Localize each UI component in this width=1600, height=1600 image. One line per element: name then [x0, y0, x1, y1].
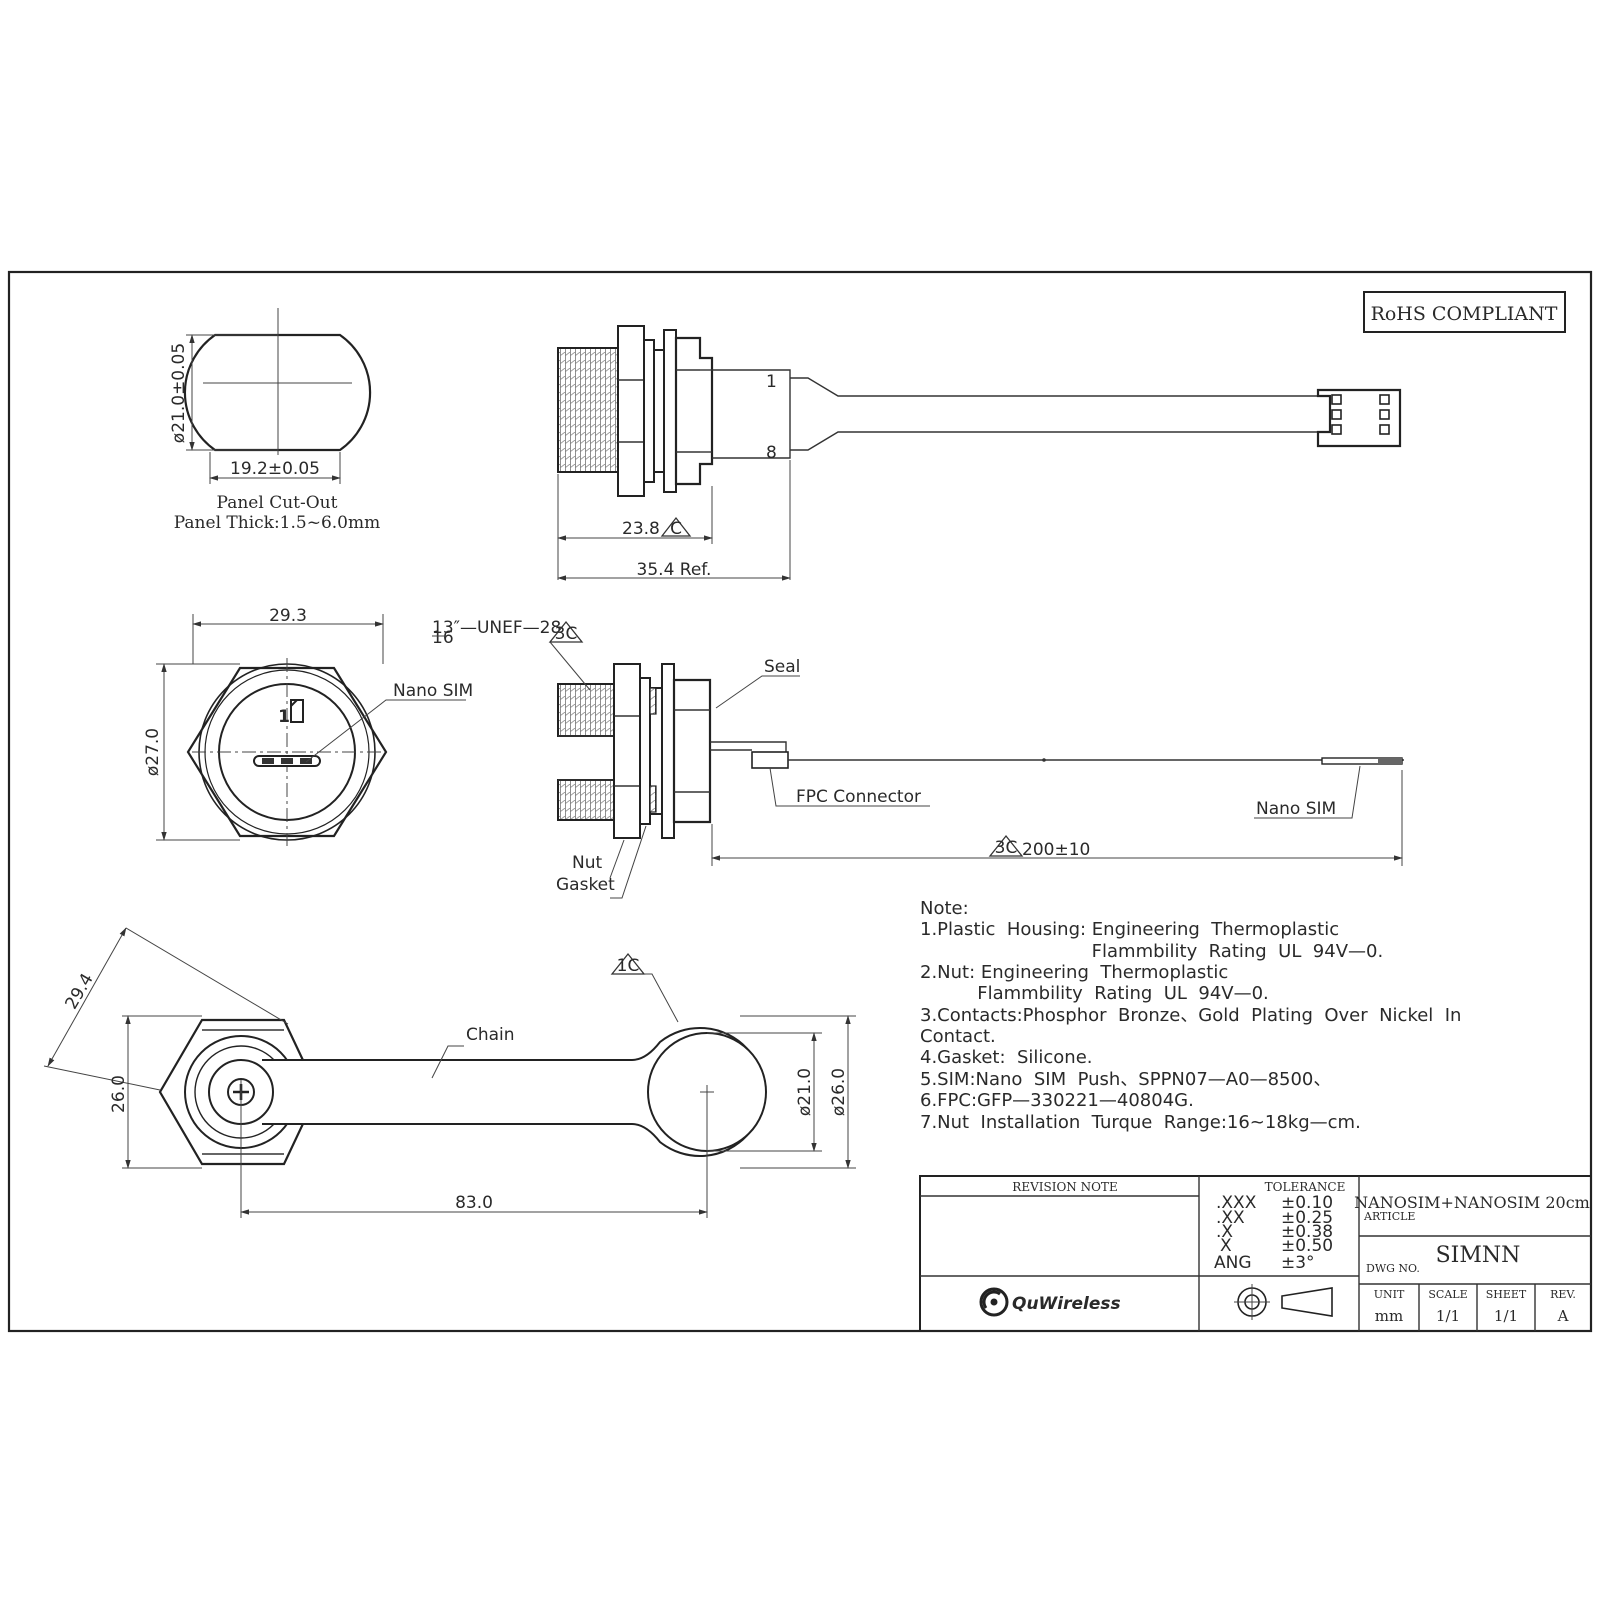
- tol-val-4: ±3°: [1281, 1253, 1315, 1273]
- chain-label: Chain: [466, 1025, 515, 1045]
- article-label: ARTICLE: [1363, 1210, 1415, 1223]
- cap-height-dim: 26.0: [109, 1075, 129, 1113]
- front-height-dim: ø27.0: [143, 728, 163, 776]
- front-view: 1 29.3 ø27.0 Nano SIM: [143, 606, 473, 846]
- note-line-7: 4.Gasket: Silicone.: [920, 1047, 1093, 1068]
- sheet-value: 1/1: [1494, 1307, 1518, 1325]
- panel-width-dim: 19.2±0.05: [230, 459, 320, 479]
- svg-text:1C: 1C: [617, 956, 640, 976]
- thread-label: 13″—UNEF—28: [432, 618, 561, 638]
- side-view: 1 8 23.8 C 35.4 Ref.: [557, 325, 1402, 581]
- section-view: 13″—UNEF—28 16 3C Seal FPC Connector Nan…: [432, 618, 1404, 899]
- front-nano-sim-label: Nano SIM: [393, 681, 473, 701]
- tol-val-3: ±0.50: [1281, 1236, 1333, 1256]
- tol-key-4: ANG: [1214, 1253, 1252, 1273]
- thread-frac: 16: [432, 628, 454, 648]
- svg-text:3C: 3C: [995, 838, 1018, 858]
- sheet-border: [7, 270, 1593, 1333]
- dwg-no-value: SIMNN: [1436, 1243, 1521, 1268]
- tol-val-2: ±0.38: [1281, 1222, 1333, 1242]
- article-value: NANOSIM+NANOSIM 20cm: [1354, 1193, 1590, 1212]
- nut-label: Nut: [572, 853, 602, 873]
- section-length-dim: 200±10: [1022, 840, 1090, 860]
- note-line-3: 2.Nut: Engineering Thermoplastic: [920, 962, 1228, 983]
- note-line-9: 6.FPC:GFP—330221—40804G.: [920, 1090, 1194, 1111]
- rev-triangle-c-1: C: [660, 516, 692, 539]
- rohs-badge: RoHS COMPLIANT: [1363, 291, 1566, 333]
- unit-label: UNIT: [1374, 1288, 1405, 1301]
- note-line-1: 1.Plastic Housing: Engineering Thermopla…: [920, 919, 1339, 940]
- scale-label: SCALE: [1428, 1288, 1467, 1301]
- section-nano-sim-label: Nano SIM: [1256, 799, 1336, 819]
- panel-title: Panel Cut-Out: [217, 493, 338, 513]
- tol-val-1: ±0.25: [1281, 1208, 1333, 1228]
- title-block: REVISION NOTE TOLERANCE .XXX ±0.10 .XX ±…: [919, 1175, 1592, 1332]
- projection-symbol-icon: [1234, 1284, 1333, 1320]
- notes-block: Note: 1.Plastic Housing: Engineering The…: [920, 898, 1461, 1133]
- revision-note-label: REVISION NOTE: [1012, 1180, 1117, 1194]
- ring-inner-dim: ø21.0: [795, 1068, 815, 1116]
- rev-triangle-3c-2: 3C: [988, 834, 1024, 858]
- fpc-label: FPC Connector: [796, 787, 921, 807]
- seal-label: Seal: [764, 657, 800, 677]
- cap-diag-dim: 29.4: [62, 970, 98, 1013]
- gasket-label: Gasket: [556, 875, 615, 895]
- rohs-label: RoHS COMPLIANT: [1371, 303, 1558, 325]
- company-logo: QuWireless: [979, 1287, 1121, 1317]
- sim-insert-icon: 1: [278, 699, 304, 727]
- pin1-label: 1: [766, 372, 777, 392]
- side-total-dim: 35.4 Ref.: [637, 560, 712, 580]
- svg-text:1: 1: [278, 707, 290, 727]
- tol-key-2: .X: [1216, 1222, 1233, 1242]
- tol-key-1: .XX: [1216, 1208, 1245, 1228]
- rev-triangle-1c: 1C: [610, 952, 646, 976]
- note-line-10: 7.Nut Installation Turque Range:16~18kg—…: [920, 1112, 1361, 1133]
- note-line-6: Contact.: [920, 1026, 996, 1047]
- tol-key-0: .XXX: [1216, 1193, 1257, 1213]
- note-line-2: Flammbility Rating UL 94V—0.: [920, 941, 1383, 962]
- tol-val-0: ±0.10: [1281, 1193, 1333, 1213]
- dwg-no-label: DWG NO.: [1366, 1262, 1420, 1275]
- note-line-5: 3.Contacts:Phosphor Bronze、Gold Plating …: [920, 1005, 1461, 1026]
- ring-outer-dim: ø26.0: [829, 1068, 849, 1116]
- panel-thick: Panel Thick:1.5~6.0mm: [174, 513, 381, 533]
- cap-length-dim: 83.0: [455, 1193, 493, 1213]
- svg-text:3C: 3C: [555, 624, 578, 644]
- note-line-4: Flammbility Rating UL 94V—0.: [920, 983, 1269, 1004]
- rev-value: A: [1557, 1307, 1569, 1325]
- side-body-dim: 23.8: [622, 519, 660, 539]
- tolerance-label: TOLERANCE: [1265, 1180, 1346, 1194]
- svg-text:C: C: [670, 519, 682, 539]
- scale-value: 1/1: [1436, 1307, 1460, 1325]
- sheet-label: SHEET: [1486, 1288, 1527, 1301]
- panel-dia-dim: ø21.0±0.05: [169, 343, 189, 443]
- tol-key-3: X: [1220, 1236, 1232, 1256]
- rev-triangle-3c-1: 3C: [548, 620, 584, 644]
- note-line-8: 5.SIM:Nano SIM Push、SPPN07—A0—8500、: [920, 1069, 1331, 1090]
- pin8-label: 8: [766, 443, 777, 463]
- panel-cutout-view: ø21.0±0.05 19.2±0.05 Panel Cut-Out Panel…: [169, 308, 380, 533]
- note-line-0: Note:: [920, 898, 969, 919]
- logo-text: QuWireless: [1012, 1294, 1121, 1314]
- unit-value: mm: [1375, 1307, 1403, 1325]
- cap-view: Chain 1C 29.4 26.0 ø21.0 ø26.0 83.0: [43, 927, 856, 1218]
- front-width-dim: 29.3: [269, 606, 307, 626]
- rev-label: REV.: [1550, 1288, 1576, 1301]
